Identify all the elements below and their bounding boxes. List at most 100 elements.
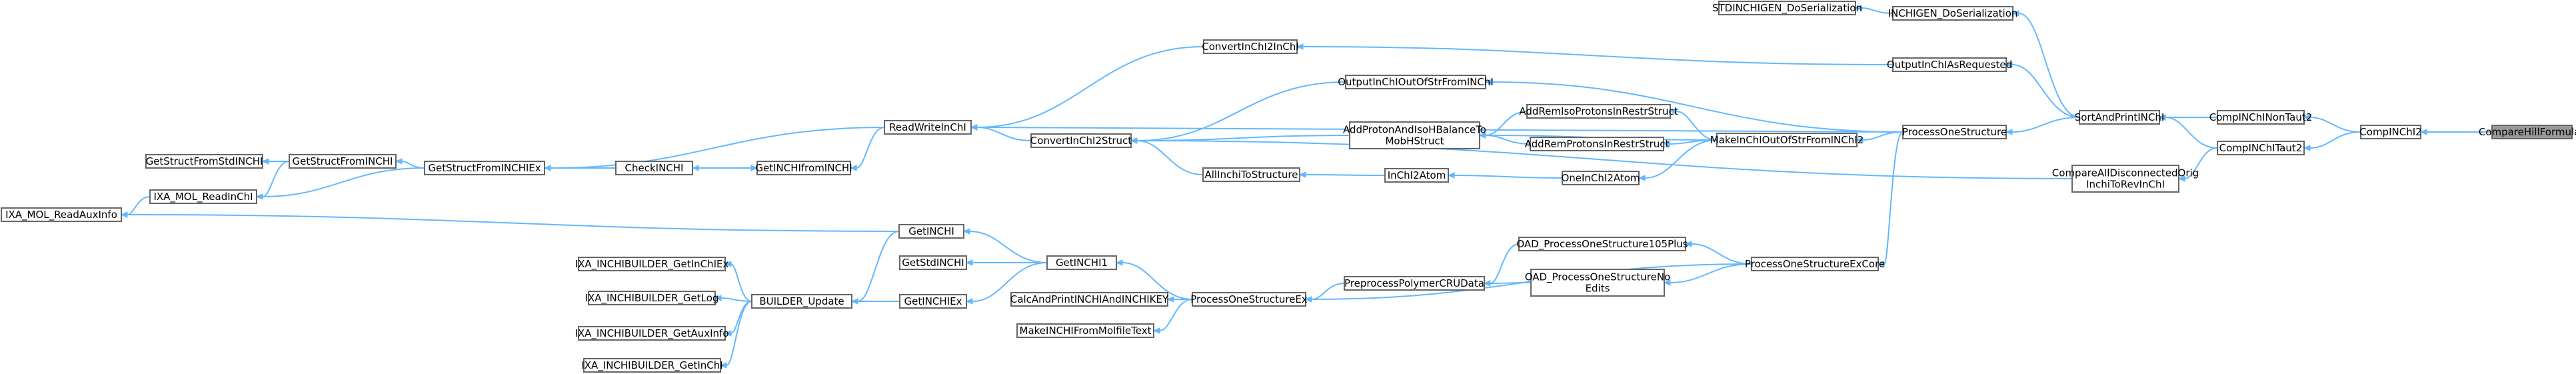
edge-ixa-mol-readauxinfo-to-getinchi [120, 211, 900, 232]
node-label: CompINChI2 [2359, 126, 2421, 138]
node-comparehillformulas[interactable]: CompareHillFormulas [2479, 125, 2576, 139]
node-getstdinchi[interactable]: GetStdINCHI [899, 255, 967, 270]
edge-getstdinchi-to-getinchi1 [965, 259, 1047, 266]
edge-allinchitostructure-to-inchi2atom [1298, 171, 1386, 178]
edge-getstructfrominchi-to-getstructfrominchiex [395, 158, 425, 169]
node-box [1892, 57, 2007, 72]
node-comparealldisconnectedorig[interactable]: CompareAllDisconnectedOrigInchiToRevInCh… [2052, 165, 2199, 193]
node-convertinchi2inchi[interactable]: ConvertInChI2InChI [1202, 39, 1299, 54]
node-box [2217, 141, 2305, 155]
node-compinchi2[interactable]: CompINChI2 [2359, 125, 2422, 139]
node-processonestructure[interactable]: ProcessOneStructure [1902, 125, 2007, 139]
node-box [1344, 276, 1485, 291]
node-addremprotonsinrestrstruct[interactable]: AddRemProtonsInRestrStruct [1525, 137, 1670, 151]
node-label: MakeInChIOutOfStrFromINChI2 [1710, 134, 1864, 146]
node-label: ProcessOneStructure [1902, 126, 2007, 138]
node-ixa-inchibuilder-getinchi[interactable]: IXA_INCHIBUILDER_GetInChI [581, 358, 723, 373]
node-box [1716, 133, 1858, 147]
node-outputinchiasrequested[interactable]: OutputInChIAsRequested [1887, 57, 2012, 72]
node-label: IXA_INCHIBUILDER_GetInChIEx [575, 258, 729, 271]
edge-ixa-inchibuilder-getlog-to-builder-update [714, 295, 752, 302]
node-inchigen-doserialization[interactable]: INCHIGEN_DoSerialization [1888, 6, 2018, 21]
node-readwriteinchi[interactable]: ReadWriteInChI [884, 120, 972, 135]
node-ixa-mol-readinchi[interactable]: IXA_MOL_ReadInChI [149, 189, 257, 204]
node-makeinchifrommolfiletext[interactable]: MakeINCHIFromMolfileText [1016, 323, 1154, 338]
node-box [2079, 110, 2160, 125]
node-label: OAD_ProcessOneStructureNo [1525, 271, 1670, 284]
node-box [1192, 292, 1306, 307]
node-label: GetStructFromINCHI [293, 155, 393, 167]
node-builder-update[interactable]: BUILDER_Update [751, 294, 852, 309]
edge-addremisoprotonsinrestrstruct-to-makeinchioutofstrfrominchi2 [1669, 108, 1718, 141]
node-outputinchioutofstrfrominchi[interactable]: OutputInChIOutOfStrFromINChI [1338, 75, 1494, 89]
edge-ixa-mol-readinchi-to-getstructfrominchiex [255, 167, 425, 200]
node-preprocesspolymercrudata[interactable]: PreprocessPolymerCRUData [1344, 276, 1485, 291]
node-label: Edits [1586, 283, 1610, 295]
edge-getinchi-to-getinchi1 [962, 228, 1048, 263]
node-allinchitostructure[interactable]: AllInchiToStructure [1202, 167, 1300, 182]
edge-inchi2atom-to-oneinchi2atom [1447, 172, 1563, 179]
node-inchi2atom[interactable]: InChI2Atom [1384, 168, 1449, 183]
node-box [1530, 269, 1665, 297]
node-ixa-mol-readauxinfo[interactable]: IXA_MOL_ReadAuxInfo [1, 207, 122, 222]
node-checkinchi[interactable]: CheckINCHI [615, 161, 693, 175]
node-box [1751, 257, 1879, 271]
node-stdinchigen-doserialization[interactable]: STDINCHIGEN_DoSerialization [1712, 1, 1862, 15]
node-convertinchi2struct[interactable]: ConvertInChI2Struct [1030, 133, 1132, 148]
node-ixa-inchibuilder-getauxinfo[interactable]: IXA_INCHIBUILDER_GetAuxInfo [575, 326, 729, 341]
node-box [578, 257, 726, 271]
edge-inchigen-doserialization-to-sortandprintinchi [2011, 10, 2080, 118]
node-box [1718, 1, 1856, 15]
node-box [424, 161, 545, 175]
node-label: IXA_INCHIBUILDER_GetInChI [581, 359, 722, 372]
node-ixa-inchibuilder-getlog[interactable]: IXA_INCHIBUILDER_GetLog [585, 291, 719, 305]
node-label: PreprocessPolymerCRUData [1344, 277, 1484, 289]
node-box [756, 161, 851, 175]
node-makeinchioutofstrfrominchi2[interactable]: MakeInChIOutOfStrFromINChI2 [1710, 133, 1864, 147]
node-oad-processonestructure105plus[interactable]: OAD_ProcessOneStructure105Plus [1516, 237, 1688, 251]
node-processonestructureexcore[interactable]: ProcessOneStructureExCore [1745, 257, 1885, 271]
node-compinchinontaut2[interactable]: CompINChINonTaut2 [2209, 110, 2313, 125]
edge-compinchinontaut2-to-compinchi2 [2303, 114, 2361, 133]
node-box [1016, 323, 1154, 338]
node-getinchi[interactable]: GetINCHI [898, 224, 964, 239]
node-getinchifrominchi[interactable]: GetINCHIfromINCHI [755, 161, 852, 175]
node-getinchi1[interactable]: GetINCHI1 [1046, 255, 1117, 270]
edge-ixa-inchibuilder-getauxinfo-to-builder-update [724, 301, 752, 337]
node-getinchiex[interactable]: GetINCHIEx [899, 294, 967, 309]
node-sortandprintinchi[interactable]: SortAndPrintINChI [2075, 110, 2165, 125]
edge-makeinchioutofstrfrominchi2-to-processonestructure [1856, 131, 1904, 143]
node-box [145, 154, 263, 169]
node-label: STDINCHIGEN_DoSerialization [1712, 2, 1862, 15]
node-label: CheckINCHI [625, 162, 684, 174]
node-box [1902, 125, 2007, 139]
edge-processonestructureexcore-to-processonestructure [1877, 131, 1904, 267]
node-box [1010, 292, 1168, 307]
node-label: InChI2Atom [1388, 169, 1446, 181]
edge-makeinchifrommolfiletext-to-processonestructureex [1152, 299, 1193, 334]
node-label: GetINCHIfromINCHI [755, 162, 852, 174]
node-box [1203, 39, 1298, 54]
node-box [615, 161, 693, 175]
node-getstructfromstdinchi[interactable]: GetStructFromStdINCHI [145, 154, 263, 169]
edge-compinchi2-to-comparehillformulas [2419, 129, 2492, 135]
node-label: OutputInChIAsRequested [1887, 59, 2012, 71]
edge-ixa-inchibuilder-getinchiex-to-builder-update [724, 261, 752, 302]
node-processonestructureex[interactable]: ProcessOneStructureEx [1190, 292, 1308, 307]
node-ixa-inchibuilder-getinchiex[interactable]: IXA_INCHIBUILDER_GetInChIEx [575, 257, 729, 271]
node-oneinchi2atom[interactable]: OneInChI2Atom [1561, 171, 1640, 185]
node-label: ConvertInChI2InChI [1202, 41, 1299, 53]
node-box [898, 224, 964, 239]
node-getstructfrominchiex[interactable]: GetStructFromINCHIEx [424, 161, 545, 175]
node-label: ReadWriteInChI [889, 121, 966, 133]
node-addremisoprotonsinrestrstruct[interactable]: AddRemIsoProtonsInRestrStruct [1519, 104, 1678, 119]
node-calcandprintinchiandinchikey[interactable]: CalcAndPrintINCHIAndINCHIKEY [1010, 292, 1169, 307]
node-getstructfrominchi[interactable]: GetStructFromINCHI [289, 154, 397, 169]
node-compinchitaut2[interactable]: CompINChITaut2 [2217, 141, 2305, 155]
node-box [1349, 121, 1480, 149]
node-label: CalcAndPrintINCHIAndINCHIKEY [1010, 293, 1169, 305]
